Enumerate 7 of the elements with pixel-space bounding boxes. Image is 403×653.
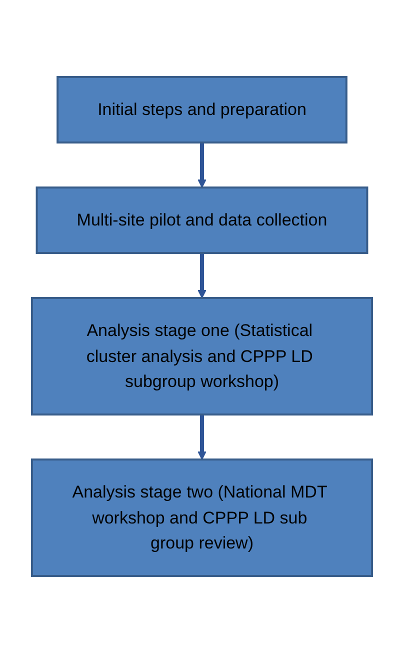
node-box: Analysis stage one (Statistical cluster analysis and CPPP LD subgroup workshop) [30,297,372,416]
arrow [197,253,206,298]
arrow [197,142,206,188]
arrow [197,414,206,460]
node-box: Multi-site pilot and data collection [35,186,368,254]
node-box: Analysis stage two (National MDT workshop and CPPP LD sub group review) [30,458,372,577]
node-box: Initial steps and preparation [56,76,347,144]
